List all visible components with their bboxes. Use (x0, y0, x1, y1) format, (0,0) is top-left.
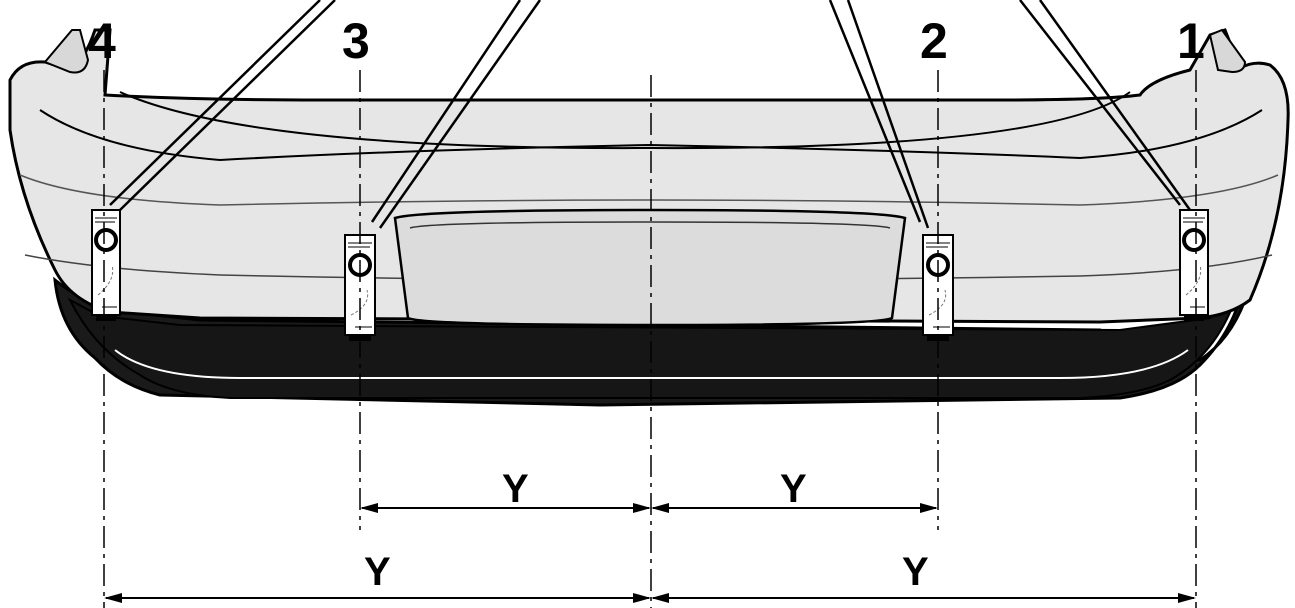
sensor-ring-icon (1182, 228, 1206, 252)
sensor-label-4: 4 (88, 13, 116, 69)
dimension-label-inner-right: Y (780, 467, 807, 511)
sensor-base (1184, 315, 1204, 321)
sensor-label-1: 1 (1177, 13, 1205, 69)
right-corner-tab (1208, 28, 1247, 74)
callout-leader-line (109, 0, 321, 206)
sensor-template-1 (1179, 209, 1209, 321)
sensor-template-4 (91, 209, 121, 321)
bumper-black-strip (67, 297, 1238, 399)
callout-leader-line (1019, 0, 1181, 206)
dimension-label-outer-right: Y (902, 550, 929, 594)
sensor-arc-mark (97, 264, 114, 296)
bumper-top-edge (119, 91, 1131, 150)
callout-leader-line (1038, 0, 1192, 211)
sensor-paper (91, 209, 121, 316)
callout-leader-line (828, 0, 922, 223)
license-plate-inner (409, 221, 891, 229)
callout-leader-line (846, 0, 930, 229)
sensor-ring-icon (94, 228, 118, 252)
license-plate-recess (393, 208, 907, 327)
dimension-label-inner-left: Y (502, 467, 529, 511)
sensor-base (96, 315, 116, 321)
callout-leader-line (119, 0, 336, 211)
bumper-crease-mid (19, 174, 1279, 206)
callout-leader-line (370, 0, 522, 223)
bumper-crease-upper (39, 109, 1263, 162)
sensor-label-3: 3 (342, 13, 370, 69)
left-corner-tab (43, 29, 90, 74)
sensor-paper (1179, 209, 1209, 316)
sensor-label-2: 2 (920, 13, 948, 69)
dimension-label-outer-left: Y (364, 550, 391, 594)
callout-leader-line (378, 0, 542, 229)
sensor-arc-mark (1185, 264, 1202, 296)
skirt-trim-line (114, 349, 1189, 379)
